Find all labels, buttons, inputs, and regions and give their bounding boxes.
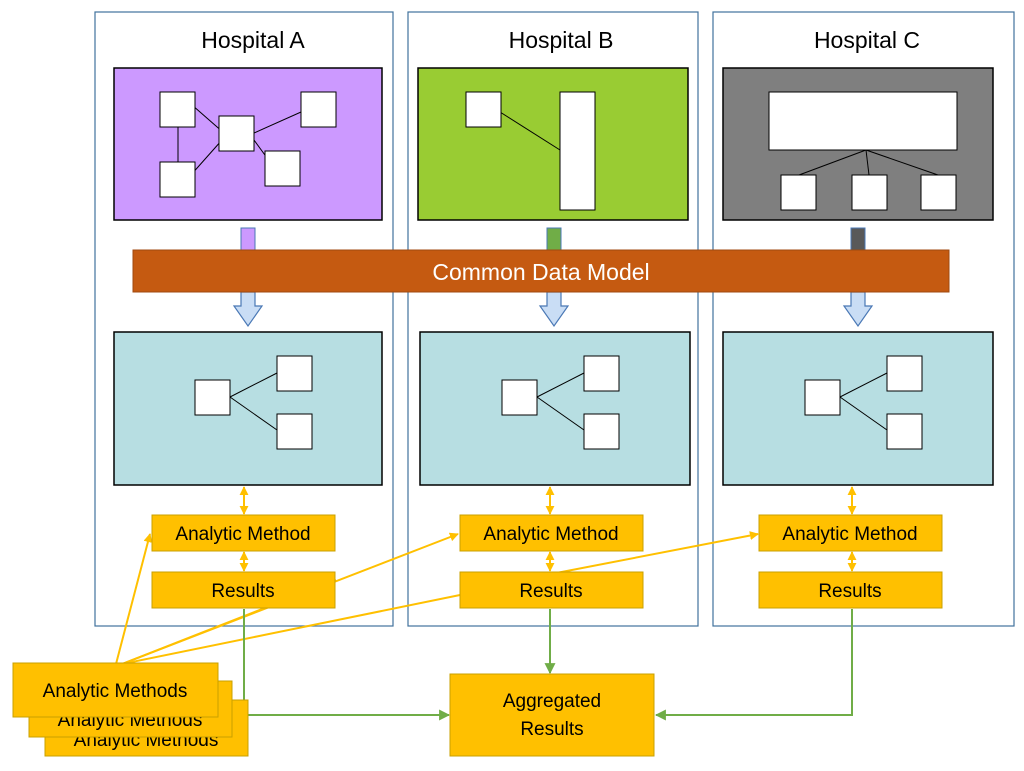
analytic-methods-card-front	[12, 662, 219, 718]
hospital-c-source-schema	[722, 67, 994, 221]
hospital-a-cdm-schema	[113, 331, 383, 486]
hospital-c-title: Hospital C	[814, 27, 920, 53]
hospital-c-cdm-schema	[722, 331, 994, 486]
distribute-line-a-method	[115, 533, 153, 665]
hospital-b-title: Hospital B	[509, 27, 614, 53]
hospital-b-analytic-method-label: Analytic Method	[483, 524, 618, 545]
hospital-b-cdm-schema	[419, 331, 691, 486]
common-data-model-label: Common Data Model	[432, 259, 649, 285]
hospital-a-results-box	[151, 571, 336, 609]
hospital-b-results-box	[459, 571, 644, 609]
hospital-b-source-schema	[417, 67, 689, 221]
hospital-c-transform-arrow	[842, 227, 874, 328]
hospital-b-results-label: Results	[519, 581, 582, 602]
distribute-line-c-method	[545, 531, 759, 576]
hospital-b-transform-arrow	[538, 227, 570, 328]
aggregate-line-c	[654, 609, 853, 721]
aggregated-results-label-line2: Results	[520, 719, 583, 740]
hospital-a-analytic-method-box	[151, 514, 336, 552]
hospital-a-source-schema	[113, 67, 383, 221]
hospital-c-analytic-method-box	[758, 514, 943, 552]
hospital-a-analytic-method-label: Analytic Method	[175, 524, 310, 545]
hospital-b-analytic-method-box	[459, 514, 644, 552]
hospital-a-title: Hospital A	[201, 27, 305, 53]
hospital-c-results-label: Results	[818, 581, 881, 602]
aggregated-results-label-line1: Aggregated	[503, 691, 601, 712]
hospital-c-analytic-method-label: Analytic Method	[782, 524, 917, 545]
common-data-model-banner	[132, 249, 950, 293]
hospital-a-results-label: Results	[211, 581, 274, 602]
hospital-c-results-box	[758, 571, 943, 609]
return-line-b-results	[121, 594, 461, 665]
analytic-methods-card-front-label: Analytic Methods	[43, 681, 188, 702]
aggregated-results-box	[449, 673, 655, 757]
